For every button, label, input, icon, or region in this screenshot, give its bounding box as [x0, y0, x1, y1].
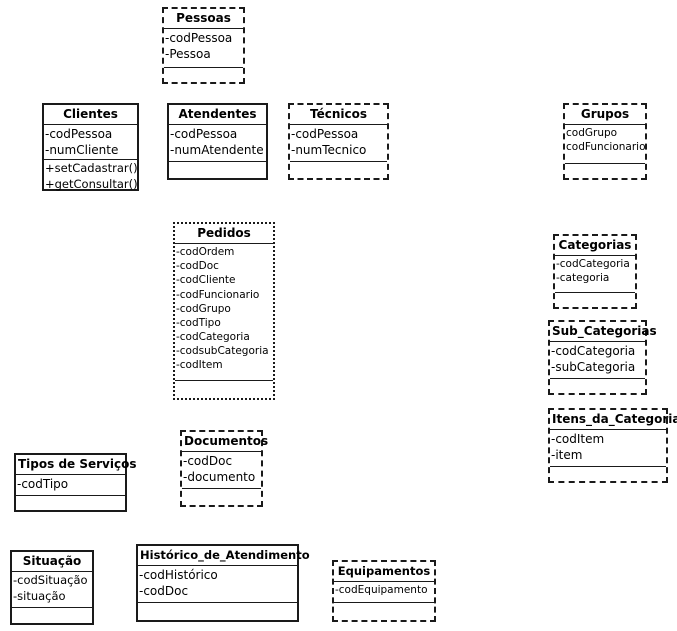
- attributes-section: -codDoc -documento: [182, 452, 261, 489]
- operations-section: [565, 164, 645, 178]
- class-itens-da-categoria[interactable]: Itens_da_Categoria -codItem -item: [548, 408, 677, 483]
- class-equipamentos[interactable]: Equipamentos -codEquipamento: [332, 560, 436, 622]
- class-name: Grupos: [565, 105, 645, 125]
- class-name: Equipamentos: [334, 562, 434, 582]
- class-name: Documentos: [182, 432, 268, 452]
- operations-section: [182, 489, 261, 505]
- attribute: -situação: [13, 588, 66, 603]
- operations-section: [16, 496, 125, 510]
- operations-section: [175, 381, 273, 398]
- attribute: -item: [551, 448, 583, 463]
- attribute: -codHistórico: [139, 568, 218, 582]
- class-historico-de-atendimento[interactable]: Histórico_de_Atendimento -codHistórico -…: [136, 544, 310, 622]
- operations-section: [164, 68, 243, 82]
- attribute: -numAtendente: [170, 143, 264, 158]
- attribute: -codPessoa: [165, 31, 233, 45]
- attributes-section: codGrupo codFuncionario: [565, 125, 646, 164]
- attribute: -codOrdem: [176, 246, 235, 258]
- operations-section: [550, 379, 645, 393]
- operation: +getConsultar(): [45, 176, 138, 191]
- attribute: -subCategoria: [551, 360, 636, 375]
- attributes-section: -codSituação -situação: [12, 572, 92, 608]
- attribute: -codDoc: [139, 584, 189, 599]
- attribute: codGrupo: [566, 127, 618, 139]
- class-name: Pedidos: [175, 224, 273, 244]
- class-situacao[interactable]: Situação -codSituação -situação: [10, 550, 94, 625]
- attribute: -codGrupo: [176, 302, 231, 315]
- operations-section: +setCadastrar() +getConsultar(): [44, 160, 138, 193]
- class-tecnicos[interactable]: Técnicos -codPessoa -numTecnico: [288, 103, 389, 180]
- operations-section: [290, 162, 387, 178]
- operations-section: [138, 603, 297, 620]
- attribute: -categoria: [556, 272, 610, 285]
- operations-section: [555, 293, 635, 307]
- attribute: -codPessoa: [45, 127, 113, 141]
- attribute: -numTecnico: [291, 143, 367, 158]
- attribute: -codDoc: [183, 454, 233, 468]
- attribute: -codItem: [551, 432, 605, 446]
- attributes-section: -codTipo: [16, 475, 125, 496]
- attributes-section: -codCategoria -categoria: [555, 256, 635, 293]
- class-name: Atendentes: [169, 105, 266, 125]
- attributes-section: -codPessoa -numTecnico: [290, 125, 387, 162]
- attributes-section: -codHistórico -codDoc: [138, 566, 297, 603]
- attribute: codFuncionario: [566, 141, 646, 154]
- class-name: Histórico_de_Atendimento: [138, 546, 310, 566]
- attribute: -codEquipamento: [335, 584, 428, 596]
- attributes-section: -codPessoa -numAtendente: [169, 125, 266, 162]
- class-clientes[interactable]: Clientes -codPessoa -numCliente +setCada…: [42, 103, 139, 191]
- class-name: Pessoas: [164, 9, 243, 29]
- attribute: -codCategoria: [556, 258, 630, 270]
- operations-section: [550, 467, 666, 481]
- class-documentos[interactable]: Documentos -codDoc -documento: [180, 430, 268, 507]
- class-categorias[interactable]: Categorias -codCategoria -categoria: [553, 234, 637, 309]
- attribute: -codPessoa: [170, 127, 238, 141]
- attribute: -codItem: [176, 359, 223, 372]
- attribute: -codTipo: [176, 316, 221, 329]
- attribute: -documento: [183, 470, 256, 485]
- attribute: -codDoc: [176, 260, 219, 273]
- class-name: Categorias: [555, 236, 635, 256]
- attribute: -codPessoa: [291, 127, 359, 141]
- class-name: Técnicos: [290, 105, 387, 125]
- class-grupos[interactable]: Grupos codGrupo codFuncionario: [563, 103, 647, 180]
- class-name: Itens_da_Categoria: [550, 410, 677, 430]
- attributes-section: -codCategoria -subCategoria: [550, 342, 645, 379]
- attributes-section: -codOrdem -codDoc -codCliente -codFuncio…: [175, 244, 273, 381]
- class-name: Tipos de Serviços: [16, 455, 137, 475]
- operations-section: [334, 603, 434, 620]
- attribute: -Pessoa: [165, 47, 211, 62]
- operations-section: [12, 608, 92, 623]
- class-name: Sub_Categorias: [550, 322, 657, 342]
- attributes-section: -codPessoa -numCliente: [44, 125, 137, 160]
- attribute: -codCategoria: [551, 344, 636, 358]
- class-name: Clientes: [44, 105, 137, 125]
- class-name: Situação: [12, 552, 92, 572]
- attributes-section: -codItem -item: [550, 430, 666, 467]
- class-tipos-de-servicos[interactable]: Tipos de Serviços -codTipo: [14, 453, 137, 512]
- attribute: -codFuncionario: [176, 288, 260, 301]
- operation: +setCadastrar(): [45, 161, 138, 175]
- attribute: -codSituação: [13, 573, 88, 587]
- class-sub-categorias[interactable]: Sub_Categorias -codCategoria -subCategor…: [548, 320, 657, 395]
- operations-section: [169, 162, 266, 178]
- class-pessoas[interactable]: Pessoas -codPessoa -Pessoa: [162, 7, 245, 84]
- attribute: -numCliente: [45, 143, 119, 158]
- attribute: -codTipo: [17, 477, 69, 491]
- attributes-section: -codEquipamento: [334, 582, 434, 603]
- attributes-section: -codPessoa -Pessoa: [164, 29, 243, 68]
- attribute: -codsubCategoria: [176, 345, 269, 358]
- class-atendentes[interactable]: Atendentes -codPessoa -numAtendente: [167, 103, 268, 180]
- attribute: -codCategoria: [176, 331, 250, 344]
- class-pedidos[interactable]: Pedidos -codOrdem -codDoc -codCliente -c…: [173, 222, 275, 400]
- attribute: -codCliente: [176, 274, 236, 287]
